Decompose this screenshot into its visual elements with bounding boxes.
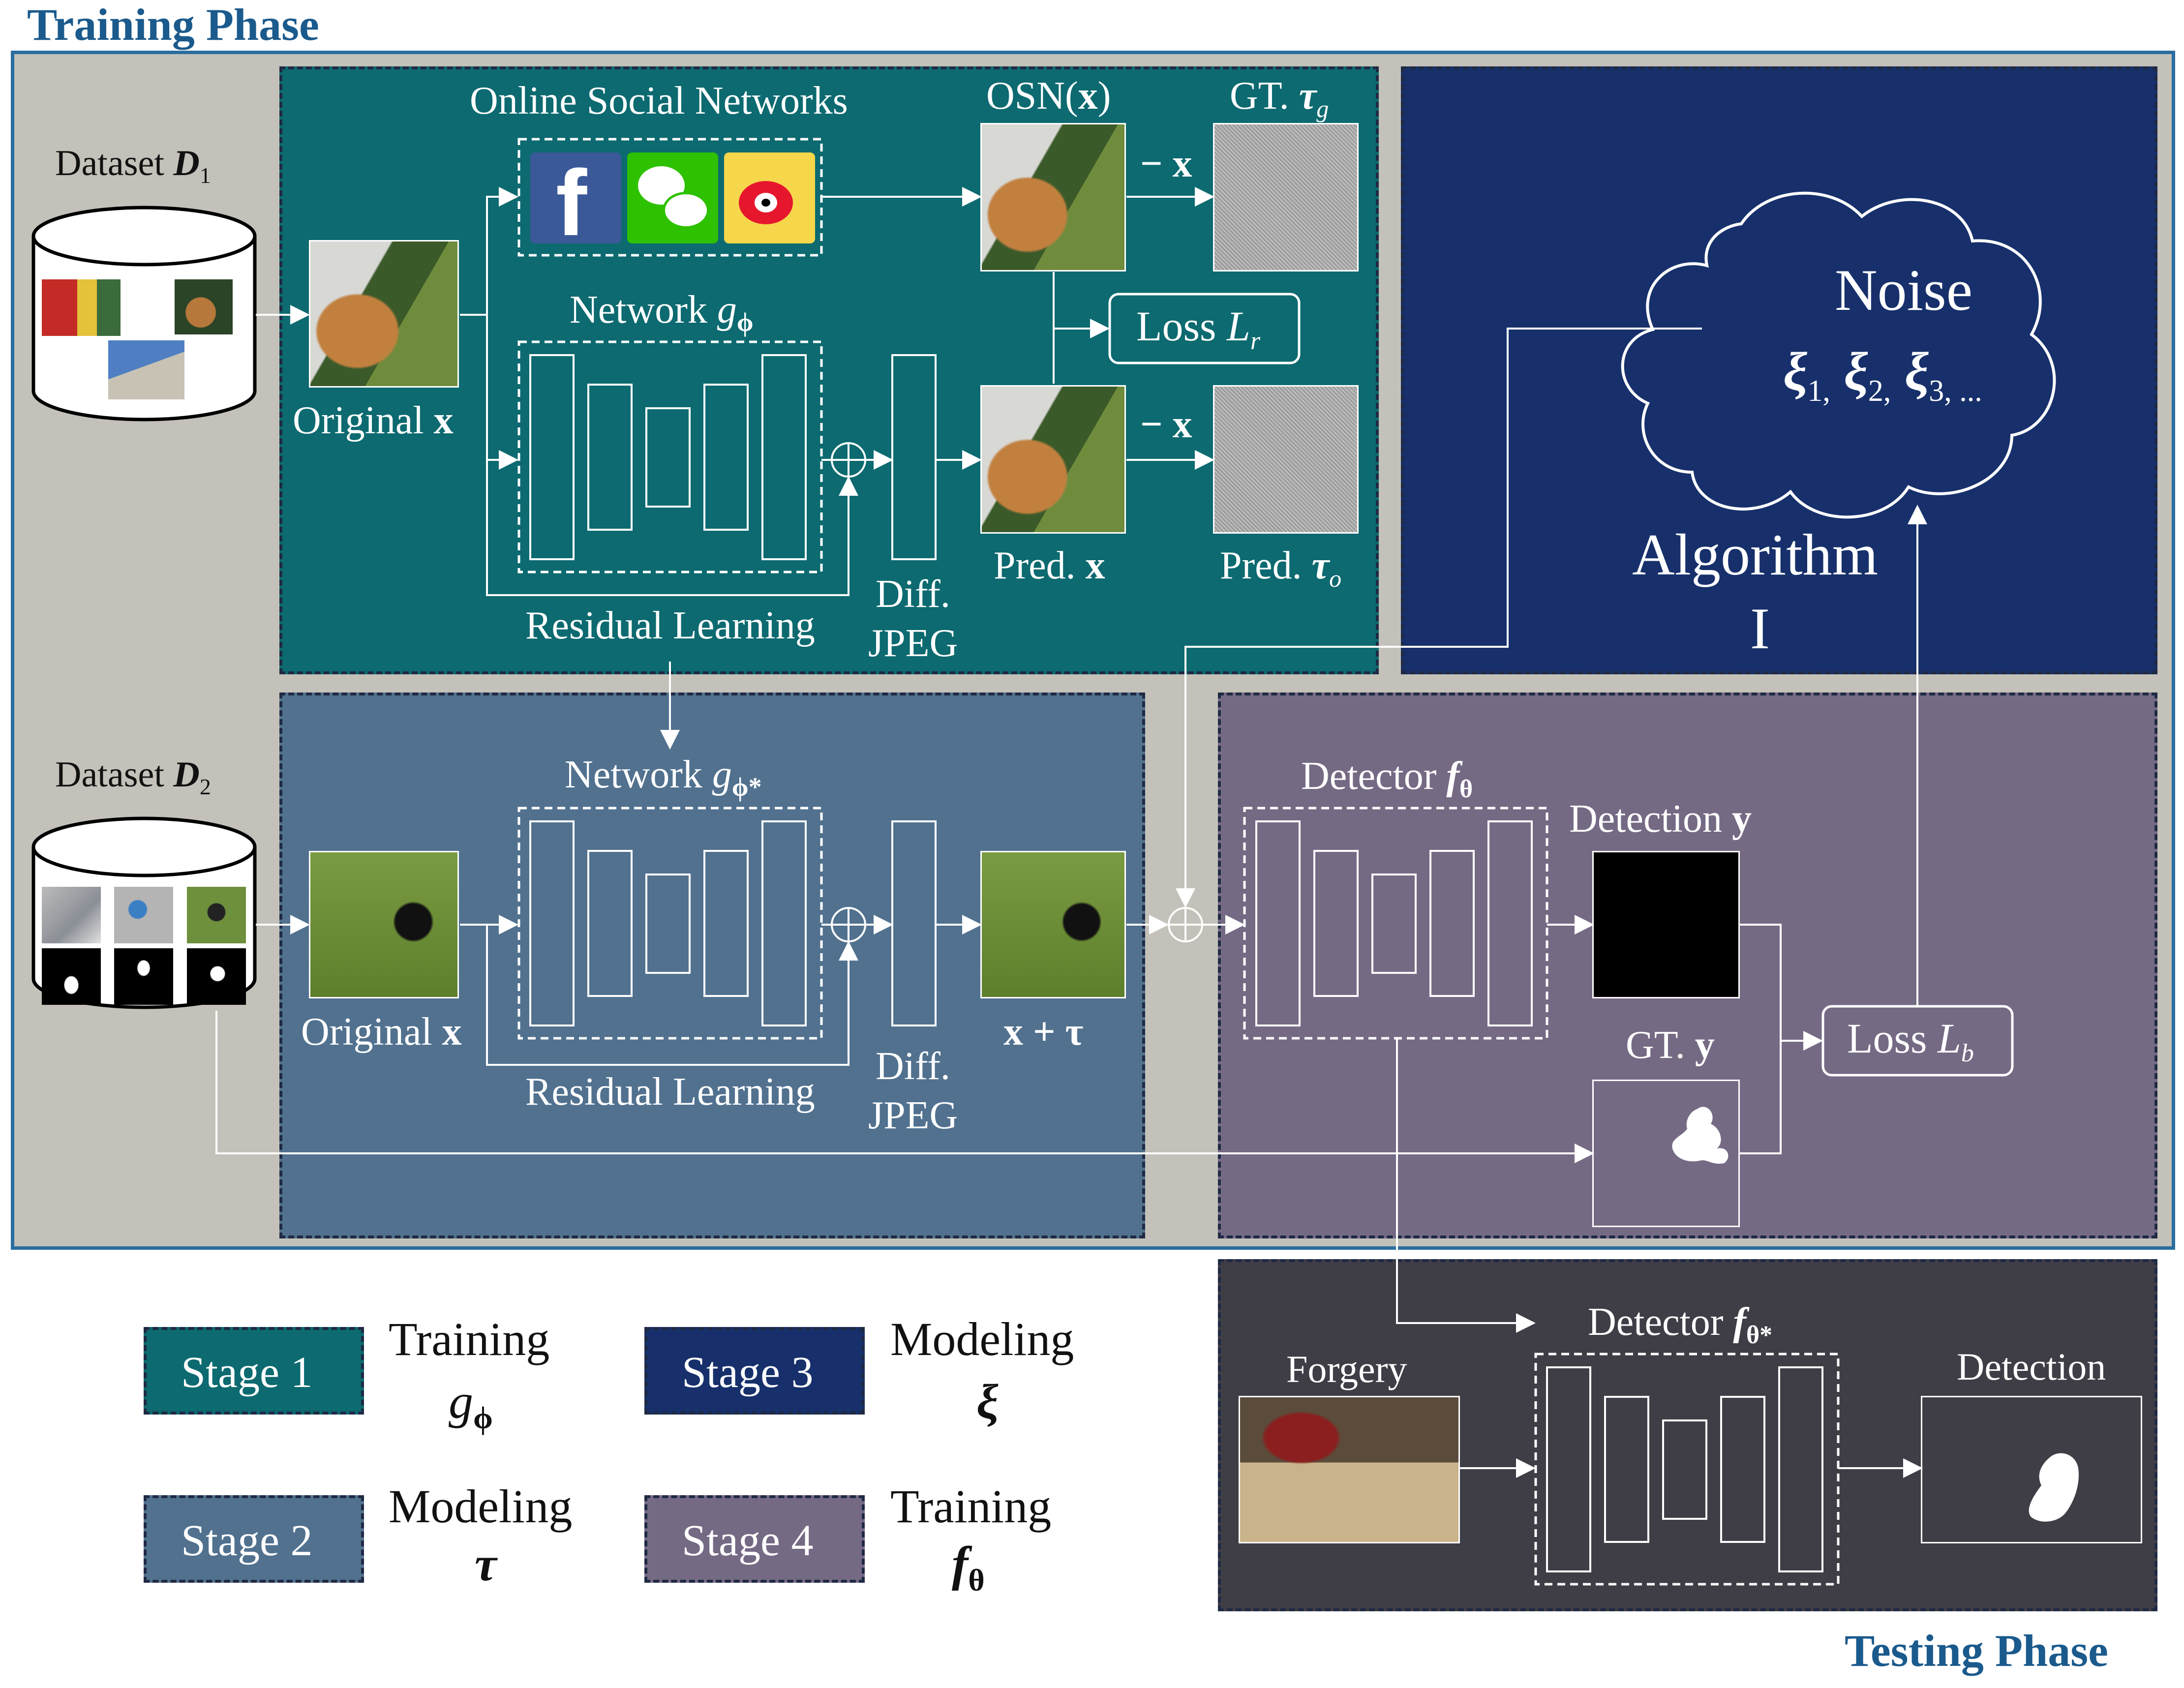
testing-detection-mask — [1921, 1396, 2142, 1543]
gt-tau-g-label: GT. τg — [1230, 74, 1329, 122]
noise-cloud — [1621, 191, 2056, 519]
legend-stage1-swatch: Stage 1 — [144, 1327, 364, 1415]
dataset-d2-thumb-1 — [42, 887, 101, 943]
stage1-panel — [279, 66, 1379, 674]
minus-x-label-bottom: − x — [1140, 403, 1192, 446]
pred-x-image — [980, 385, 1126, 534]
loss-lb-label: Loss Lb — [1847, 1015, 1974, 1068]
dataset-d1-thumb-3 — [108, 340, 184, 399]
gt-y-label: GT. y — [1626, 1024, 1715, 1067]
arrows — [215, 187, 1927, 1478]
dataset-d1-thumb-1 — [42, 279, 121, 336]
stage2-residual-learning-label: Residual Learning — [525, 1070, 815, 1114]
osn-label: Online Social Networks — [470, 79, 848, 122]
gt-y-mask-shape — [1672, 1107, 1729, 1164]
x-plus-tau-label: x + τ — [1003, 1010, 1084, 1054]
diff-label: Diff. — [876, 573, 950, 616]
dataset-d1-thumb-2 — [175, 279, 233, 334]
stage3-panel — [1401, 66, 2157, 674]
legend-stage2-line1: Modeling — [389, 1480, 573, 1533]
stage4-detector-layers — [1255, 820, 1533, 1026]
pred-tau-o-label: Pred. τo — [1220, 544, 1342, 592]
gt-y-mask — [1592, 1080, 1740, 1227]
testing-detection-mask-shape — [2029, 1453, 2079, 1522]
noise-label: Noise — [1835, 257, 1972, 323]
network-g-phi-star-label: Network gϕ* — [565, 753, 762, 802]
legend-stage1-line1: Training — [389, 1313, 550, 1365]
gt-tau-g-noise-image — [1213, 123, 1359, 271]
legend-stage2-symbol: τ — [475, 1537, 497, 1591]
dataset-d2-mask-3 — [187, 948, 246, 1005]
legend-stage1-symbol: gϕ — [449, 1374, 493, 1435]
xi-sequence-label: ξ1, ξ2, ξ3, ... — [1783, 341, 1982, 408]
osn-x-image — [980, 123, 1126, 271]
stage1-network-layers — [529, 354, 937, 560]
legend-stage3-line1: Modeling — [890, 1313, 1074, 1365]
loss-lr-box — [1108, 293, 1301, 364]
wechat-icon — [627, 152, 718, 243]
stage4-detector-frame — [1243, 807, 1548, 1040]
facebook-icon: f — [530, 152, 621, 250]
legend-stage2-swatch: Stage 2 — [144, 1495, 364, 1583]
residual-learning-label: Residual Learning — [525, 604, 815, 647]
detection-y-label: Detection y — [1569, 797, 1752, 841]
legend-stage4-symbol: fθ — [952, 1537, 985, 1598]
forgery-label: Forgery — [1286, 1348, 1407, 1390]
forgery-image — [1239, 1396, 1460, 1543]
network-g-phi-label: Network gϕ — [570, 288, 754, 337]
osn-x-label: OSN(x) — [986, 74, 1111, 118]
original-x-image — [309, 240, 459, 388]
loss-lr-label: Loss Lr — [1136, 302, 1261, 356]
testing-phase-title: Testing Phase — [1845, 1626, 2108, 1676]
dataset-d2-label: Dataset D2 — [55, 754, 211, 799]
stage2-jpeg-label: JPEG — [868, 1094, 958, 1137]
minus-x-label-top: − x — [1140, 142, 1192, 185]
original-x-label: Original x — [293, 399, 454, 442]
testing-detection-label: Detection — [1957, 1345, 2106, 1388]
legend-stage4-swatch: Stage 4 — [644, 1495, 865, 1583]
pred-tau-o-noise-image — [1213, 385, 1359, 534]
pred-x-label: Pred. x — [994, 544, 1105, 587]
legend-stage3-symbol: ξ — [976, 1374, 999, 1429]
testing-detector-layers — [1546, 1366, 1823, 1572]
stage2-original-x-image — [309, 851, 459, 998]
dataset-d1-label: Dataset D1 — [55, 143, 211, 188]
dataset-d2-thumb-2 — [114, 887, 173, 943]
jpeg-label: JPEG — [868, 622, 958, 665]
weibo-icon — [724, 152, 815, 243]
legend-stage3-swatch: Stage 3 — [644, 1327, 865, 1415]
stage2-diff-label: Diff. — [876, 1045, 950, 1088]
stage2-original-x-label: Original x — [301, 1010, 462, 1054]
dataset-d2-thumb-3 — [187, 887, 246, 943]
algorithm-label: Algorithm — [1632, 522, 1878, 587]
dataset-d2-mask-2 — [114, 948, 173, 1005]
x-plus-tau-image — [980, 851, 1126, 998]
osn-frame — [517, 138, 823, 257]
detector-f-theta-star-label: Detector fθ* — [1588, 1300, 1773, 1349]
training-phase-title: Training Phase — [27, 0, 319, 50]
testing-detector-frame — [1534, 1353, 1840, 1586]
legend-stage4-line1: Training — [890, 1480, 1052, 1533]
dataset-d2-mask-1 — [42, 948, 101, 1005]
algorithm-number: I — [1750, 596, 1770, 661]
detection-y-mask — [1592, 851, 1740, 998]
stage1-network-frame — [517, 340, 823, 573]
stage2-network-frame — [517, 807, 823, 1040]
stage2-network-layers — [529, 820, 937, 1026]
detector-f-theta-label: Detector fθ — [1301, 754, 1473, 803]
